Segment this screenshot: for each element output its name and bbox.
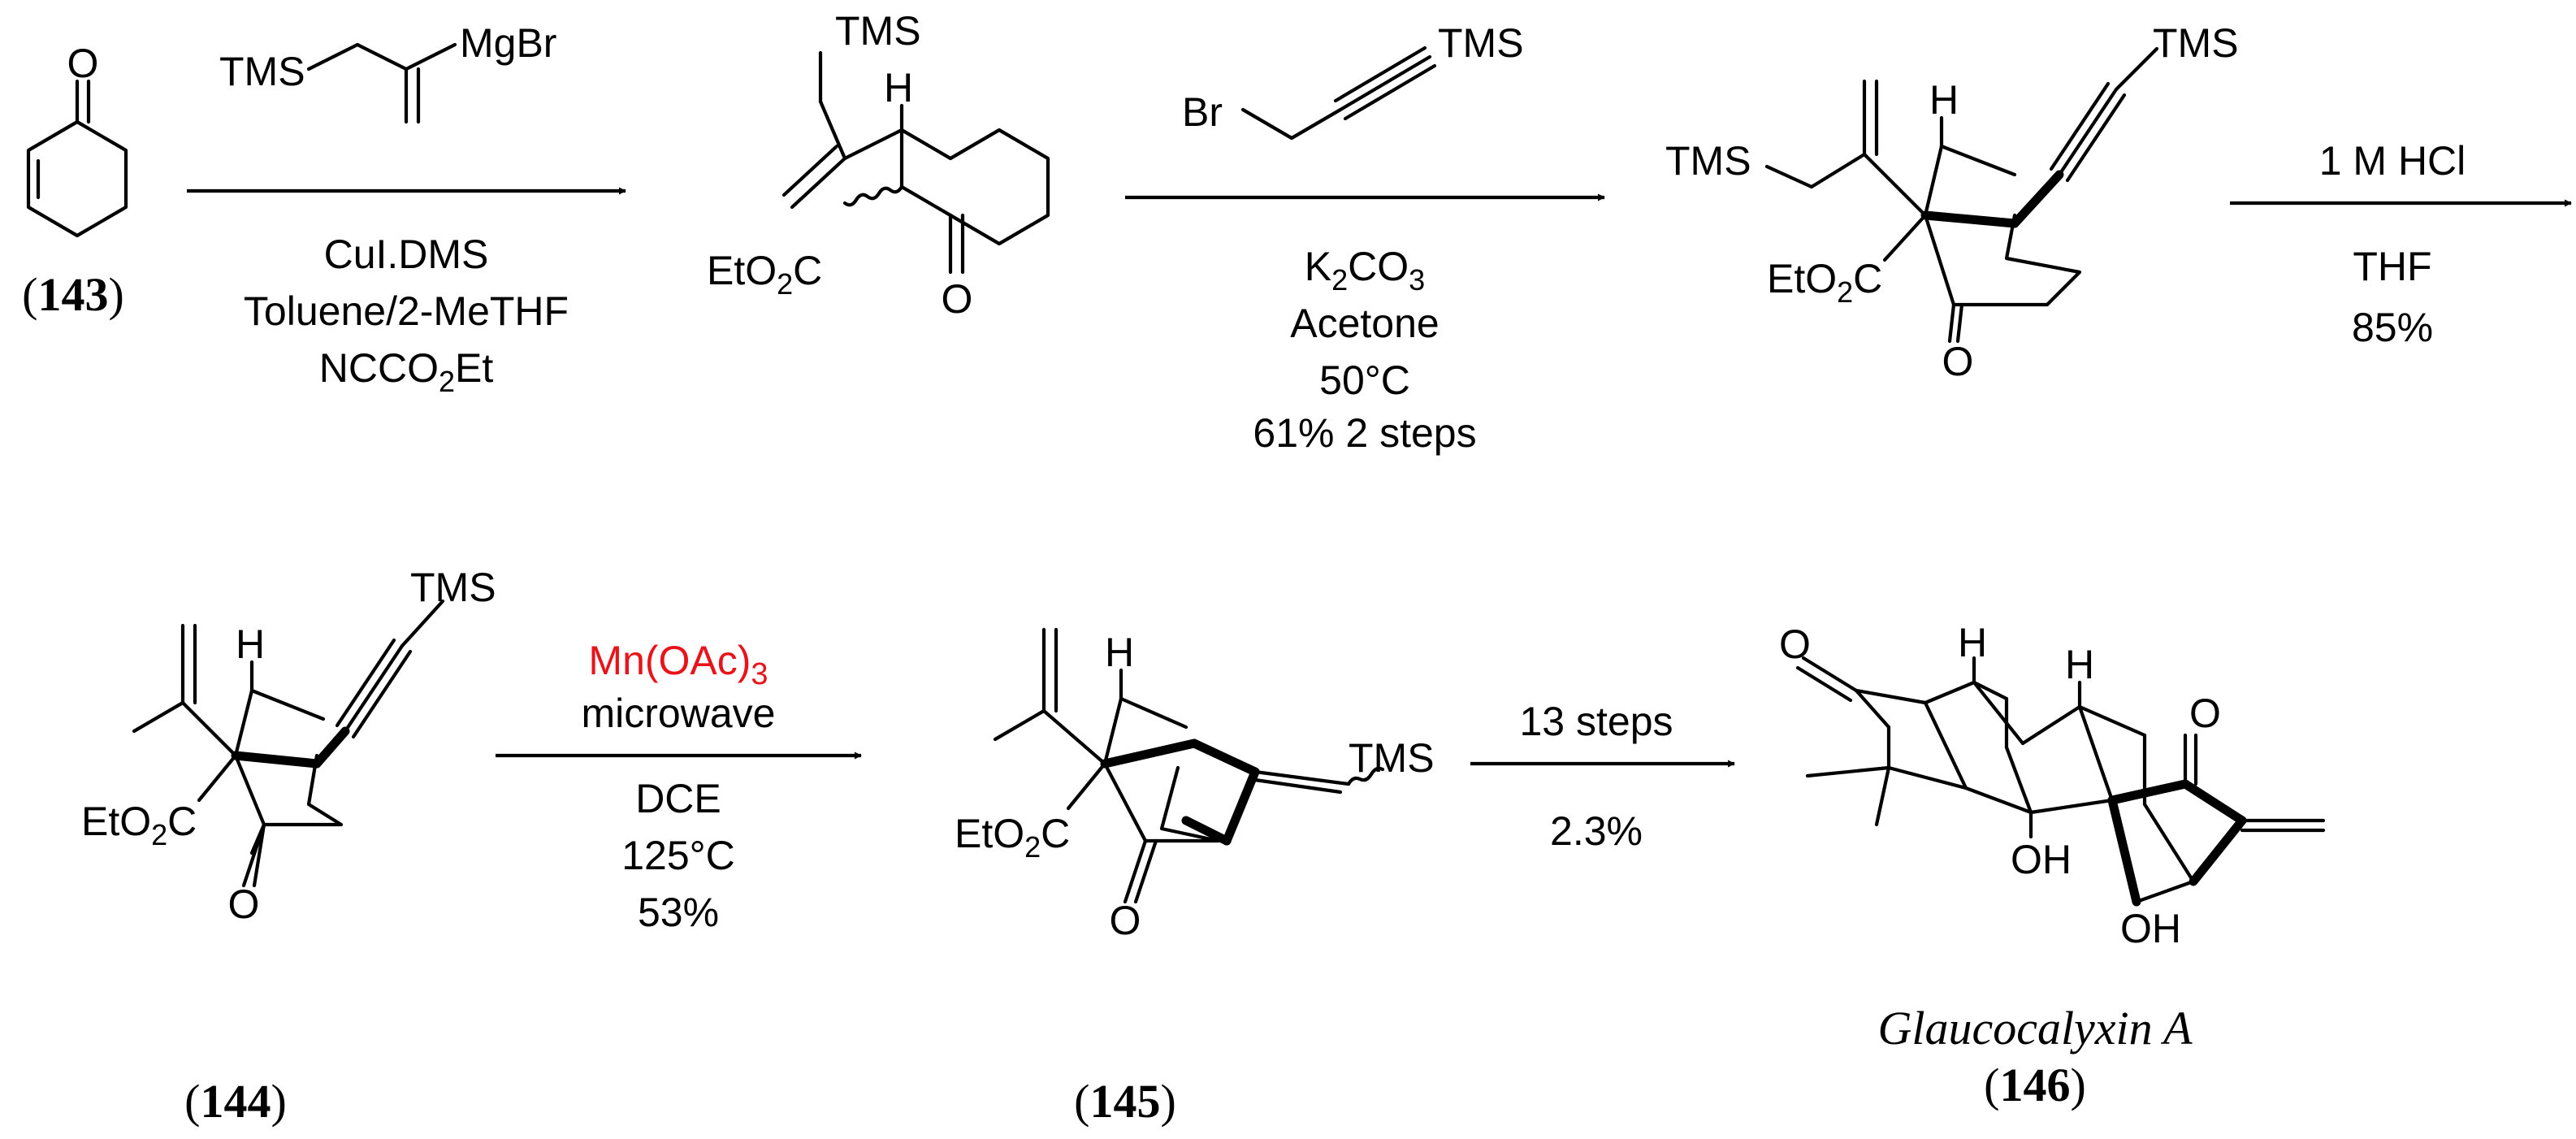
reaction-arrow-5: 13 steps 2.3% bbox=[1470, 699, 1735, 854]
ester-label: EtO2C bbox=[707, 248, 822, 301]
condition-acetone: Acetone bbox=[1290, 301, 1439, 346]
ester-label: EtO2C bbox=[955, 811, 1070, 864]
compound-number-146: (146) bbox=[1984, 1059, 2086, 1111]
intermediate-2: TMS TMS H EtO2C O bbox=[1665, 20, 2239, 384]
compound-143: O (143) bbox=[22, 41, 128, 321]
compound-number-144: (144) bbox=[184, 1075, 287, 1128]
condition-solvent: Toluene/2-MeTHF bbox=[244, 288, 569, 334]
condition-temperature: 50°C bbox=[1319, 357, 1410, 403]
condition-step-count: 13 steps bbox=[1519, 699, 1673, 744]
tms-right-label: TMS bbox=[2153, 20, 2239, 66]
ketone-oxygen-label: O bbox=[1110, 898, 1141, 943]
hydroxyl-label-1: OH bbox=[2011, 837, 2072, 882]
condition-mander-reagent: NCCO2Et bbox=[319, 345, 494, 398]
reaction-arrow-2: K2CO3 Acetone 50°C 61% 2 steps bbox=[1125, 193, 1605, 456]
reaction-arrow-1: CuI.DMS Toluene/2-MeTHF NCCO2Et bbox=[187, 187, 626, 398]
ester-label: EtO2C bbox=[1767, 256, 1882, 309]
intermediate-2-structure bbox=[1764, 46, 2159, 344]
bromide-tms-label: TMS bbox=[1438, 20, 1524, 66]
hydrogen-label: H bbox=[236, 621, 265, 667]
condition-k2co3: K2CO3 bbox=[1305, 244, 1425, 297]
condition-manganese-acetate: Mn(OAc)3 bbox=[588, 638, 768, 691]
hydrogen-left-label: H bbox=[1958, 620, 1987, 665]
bromide-br-label: Br bbox=[1182, 89, 1223, 135]
tms-label: TMS bbox=[835, 8, 921, 54]
reaction-arrow-3: 1 M HCl THF 85% bbox=[2230, 138, 2572, 350]
grignard-mgbr-label: MgBr bbox=[460, 20, 556, 66]
propargyl-bromide: Br TMS bbox=[1182, 20, 1524, 141]
ketone-oxygen-label: O bbox=[1942, 339, 1974, 384]
compound-144-structure bbox=[132, 599, 445, 888]
ketone-oxygen-label: O bbox=[228, 881, 260, 927]
condition-thf: THF bbox=[2353, 244, 2431, 289]
compound-145-structure bbox=[993, 627, 1385, 904]
compound-number-143: (143) bbox=[22, 268, 124, 321]
hydrogen-right-label: H bbox=[2065, 642, 2094, 687]
hydrogen-label: H bbox=[1105, 630, 1134, 675]
intermediate-1: TMS H EtO2C O bbox=[707, 8, 1050, 322]
intermediate-1-structure bbox=[781, 50, 1050, 275]
condition-cui-dms: CuI.DMS bbox=[324, 232, 489, 277]
ketone-oxygen-left-label: O bbox=[1779, 621, 1811, 667]
hydrogen-label: H bbox=[884, 65, 913, 110]
ester-label: EtO2C bbox=[81, 799, 197, 851]
condition-microwave: microwave bbox=[582, 691, 776, 736]
hydroxyl-label-2: OH bbox=[2120, 906, 2181, 951]
condition-dce: DCE bbox=[635, 776, 721, 821]
compound-143-structure bbox=[26, 79, 128, 238]
condition-overall-yield: 2.3% bbox=[1550, 808, 1643, 854]
grignard-tms-label: TMS bbox=[219, 49, 305, 94]
ketone-oxygen-label: O bbox=[942, 276, 973, 322]
compound-name-146: Glaucocalyxin A bbox=[1877, 1002, 2193, 1055]
compound-number-145: (145) bbox=[1074, 1075, 1176, 1128]
ketone-oxygen-right-label: O bbox=[2189, 691, 2221, 736]
condition-temperature: 125°C bbox=[621, 833, 735, 878]
tms-label: TMS bbox=[1349, 735, 1435, 781]
condition-yield: 53% bbox=[638, 890, 719, 935]
condition-yield: 61% 2 steps bbox=[1253, 410, 1476, 456]
tms-left-label: TMS bbox=[1665, 138, 1751, 184]
compound-146-structure bbox=[1795, 656, 2326, 907]
compound-145: TMS H EtO2C O (145) bbox=[955, 627, 1435, 1128]
hydrogen-label: H bbox=[1929, 77, 1959, 123]
tms-label: TMS bbox=[410, 565, 496, 610]
grignard-reagent: TMS MgBr bbox=[219, 20, 556, 124]
condition-yield: 85% bbox=[2352, 305, 2433, 350]
condition-hcl: 1 M HCl bbox=[2319, 138, 2466, 184]
carbonyl-oxygen-label: O bbox=[67, 41, 99, 86]
reaction-arrow-4: Mn(OAc)3 microwave DCE 125°C 53% bbox=[496, 638, 862, 935]
compound-144: TMS H EtO2C O (144) bbox=[81, 565, 496, 1128]
compound-146: O O H H OH OH Glaucocalyxin A (146) bbox=[1779, 620, 2326, 1111]
